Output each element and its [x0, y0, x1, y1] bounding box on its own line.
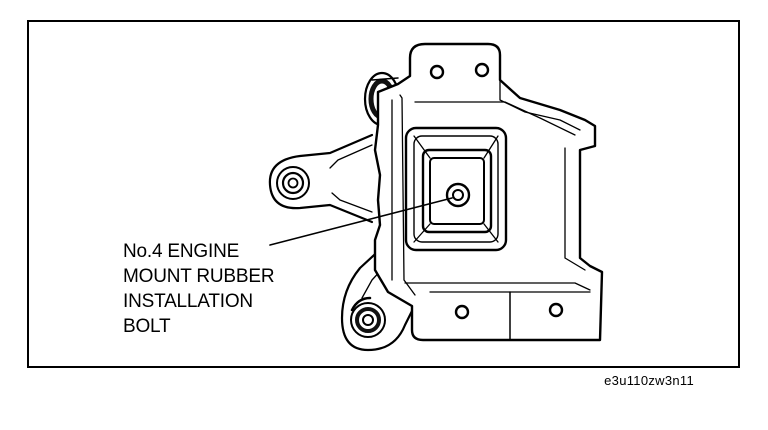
callout-label: No.4 ENGINE MOUNT RUBBER INSTALLATION BO… — [123, 239, 275, 339]
callout-line-3: INSTALLATION — [123, 291, 253, 312]
callout-leader-line — [269, 197, 453, 246]
lower-bolt — [350, 296, 386, 338]
installation-bolt — [445, 182, 471, 208]
callout-line-1: No.4 ENGINE — [123, 241, 240, 262]
callout-line-2: MOUNT RUBBER — [123, 266, 275, 287]
left-bolt — [276, 166, 310, 200]
bottom-left-bracket-bolt — [454, 304, 470, 320]
bottom-right-bracket-bolt — [548, 302, 564, 318]
left-arm — [268, 133, 374, 224]
top-left-bracket-bolt — [429, 64, 445, 80]
figure-code: e3u110zw3n11 — [604, 373, 694, 388]
top-right-bracket-bolt — [474, 62, 490, 78]
diagram-frame — [27, 20, 740, 368]
callout-line-4: BOLT — [123, 316, 171, 337]
